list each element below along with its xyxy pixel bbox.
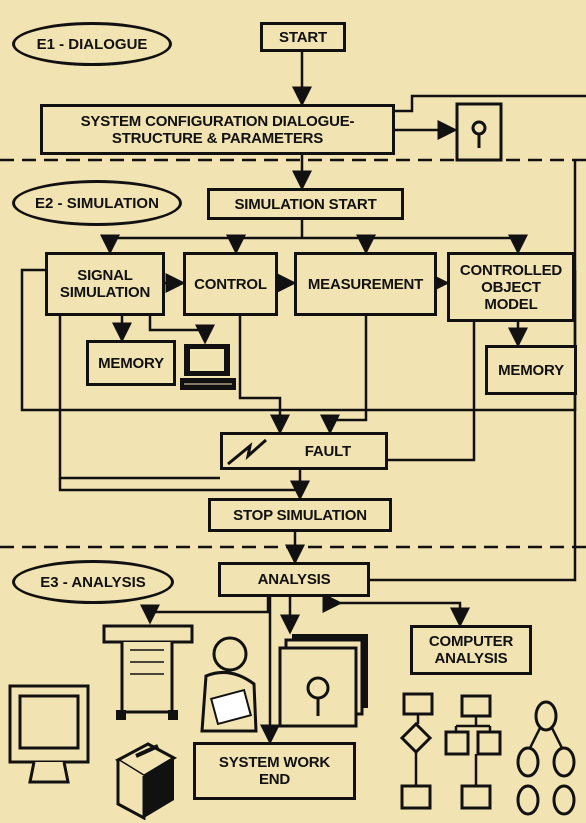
tape-unit-icon — [108, 740, 178, 820]
operator-icon — [196, 636, 266, 736]
memory-left-box: MEMORY — [86, 340, 176, 386]
lightning-icon — [226, 438, 270, 466]
memory-right-box: MEMORY — [485, 345, 577, 395]
control-box: CONTROL — [183, 252, 278, 316]
analysis-box: ANALYSIS — [218, 562, 370, 597]
floppy-disks-icon — [272, 630, 372, 730]
system-work-end-box: SYSTEM WORK END — [193, 742, 356, 800]
phase-e1-label: E1 - DIALOGUE — [12, 22, 172, 66]
simulation-start-box: SIMULATION START — [207, 188, 404, 220]
printer-icon — [102, 622, 194, 722]
phase-e3-label: E3 - ANALYSIS — [12, 560, 174, 604]
terminal-icon — [178, 342, 238, 392]
computer-analysis-box: COMPUTER ANALYSIS — [410, 625, 532, 675]
flowchart-icon — [396, 690, 512, 815]
disk-drive-icon — [455, 102, 503, 162]
stop-simulation-box: STOP SIMULATION — [208, 498, 392, 532]
config-box: SYSTEM CONFIGURATION DIALOGUE- STRUCTURE… — [40, 104, 395, 155]
measurement-box: MEASUREMENT — [294, 252, 437, 316]
start-box: START — [260, 22, 346, 52]
monitor-icon — [4, 682, 94, 792]
signal-simulation-box: SIGNAL SIMULATION — [45, 252, 165, 316]
tree-graph-icon — [512, 700, 582, 818]
controlled-object-box: CONTROLLED OBJECT MODEL — [447, 252, 575, 322]
phase-e2-label: E2 - SIMULATION — [12, 180, 182, 226]
